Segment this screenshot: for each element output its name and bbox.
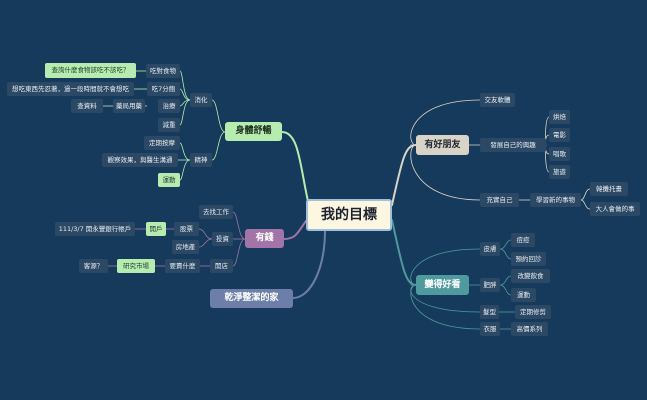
connector-friends	[391, 144, 417, 206]
node-interest-baking[interactable]: 烘焙	[549, 110, 570, 124]
node-lose-weight[interactable]: 減重	[158, 118, 180, 132]
node-pharmacy[interactable]: 藥局用藥	[113, 99, 145, 113]
node-customers[interactable]: 客源？	[79, 259, 108, 273]
topic-look-better[interactable]: 變得好看	[416, 275, 469, 295]
node-what-to-sell[interactable]: 要賣什麼	[165, 259, 200, 273]
node-find-job[interactable]: 去找工作	[199, 205, 233, 219]
node-open-account[interactable]: 開戶	[146, 222, 166, 236]
node-spirit[interactable]: 精神	[190, 153, 212, 167]
connector-body	[281, 131, 311, 211]
node-skin-acne[interactable]: 痘痘	[511, 233, 535, 247]
node-trim[interactable]: 定期修剪	[515, 305, 551, 319]
node-real-estate[interactable]: 房地產	[172, 240, 199, 254]
node-skin-appointment[interactable]: 預約回診	[511, 252, 546, 266]
root-topic[interactable]: 我的目標	[306, 199, 392, 231]
node-learn-new[interactable]: 學習新的事物	[530, 193, 581, 207]
node-clothes[interactable]: 衣服	[480, 322, 500, 336]
node-change-diet[interactable]: 改變飲食	[511, 269, 550, 283]
node-market-research[interactable]: 研究市場	[117, 259, 155, 273]
node-exercise[interactable]: 運動	[158, 173, 180, 187]
node-eat-right-note[interactable]: 查詢什麼食物該吃不該吃？	[45, 63, 136, 78]
node-eat-70[interactable]: 吃7分飽	[147, 82, 180, 96]
node-interests[interactable]: 發展自己的興趣	[480, 138, 546, 152]
node-skin[interactable]: 皮膚	[480, 242, 500, 256]
node-cure[interactable]: 治療	[158, 99, 180, 113]
node-interest-singing[interactable]: 唱歌	[549, 147, 570, 161]
node-interest-movies[interactable]: 電影	[549, 128, 570, 142]
node-fat-exercise[interactable]: 運動	[511, 288, 536, 302]
node-invest[interactable]: 投資	[212, 232, 233, 246]
topic-good-friends[interactable]: 有好朋友	[416, 135, 469, 155]
connector-looks	[391, 219, 417, 286]
topic-body-comfort[interactable]: 身體舒暢	[225, 122, 282, 141]
node-premium-line[interactable]: 高價系列	[511, 322, 548, 336]
node-learn-item-2[interactable]: 大人會做的事	[590, 202, 640, 216]
topic-clean-home[interactable]: 乾淨整潔的家	[210, 289, 293, 308]
node-enrich-self[interactable]: 充實自己	[480, 193, 519, 207]
node-fat[interactable]: 肥胖	[480, 278, 500, 292]
node-hair[interactable]: 髮型	[480, 305, 499, 319]
node-dating-app[interactable]: 交友軟體	[480, 93, 515, 107]
node-regular-massage[interactable]: 定期按摩	[144, 136, 180, 150]
node-interest-travel[interactable]: 旅遊	[549, 165, 570, 179]
node-eat-right[interactable]: 吃對食物	[146, 64, 180, 78]
connector-home	[292, 229, 326, 299]
node-learn-item-1[interactable]: 韓攤托畫	[590, 182, 628, 196]
node-account-date[interactable]: 111/3/7 開永豐銀行帳戶	[55, 222, 135, 236]
topic-have-money[interactable]: 有錢	[245, 229, 284, 248]
node-eat-70-note[interactable]: 想吃東西先忍著，過一段時間就不會想吃	[7, 82, 134, 96]
node-lookup[interactable]: 查資料	[71, 99, 103, 113]
node-stock[interactable]: 股票	[174, 222, 199, 236]
node-observe[interactable]: 觀察效果，與醫生溝通	[102, 153, 178, 167]
node-open-shop[interactable]: 開店	[210, 259, 233, 273]
node-digestion[interactable]: 消化	[190, 93, 212, 107]
